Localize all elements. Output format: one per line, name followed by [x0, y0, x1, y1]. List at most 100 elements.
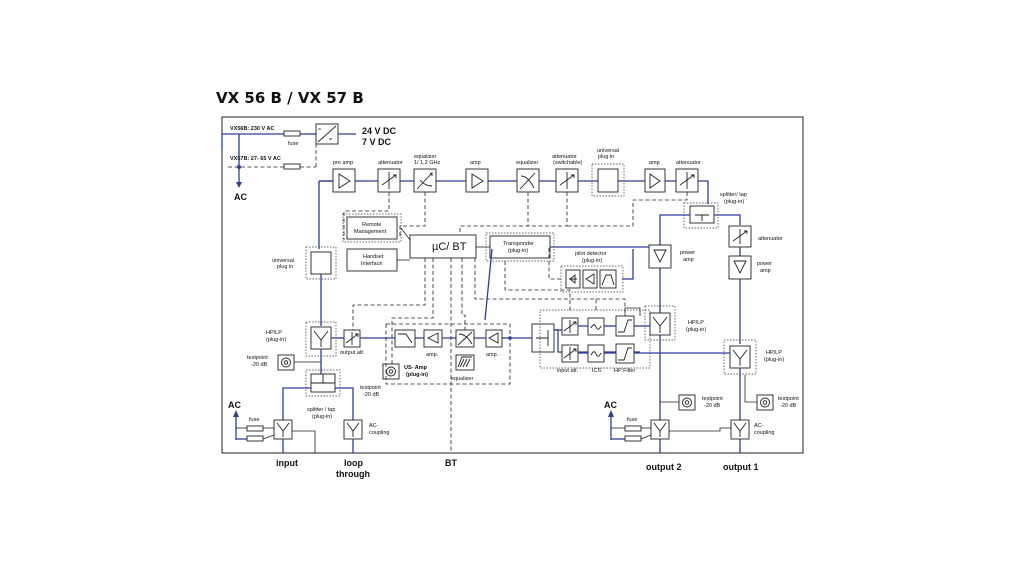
left-fuse-label: fuse — [249, 417, 259, 423]
equalizer1-label-2: 1/ 1,2 GHz — [414, 160, 441, 166]
us-lowpass-block — [394, 329, 416, 348]
diplexer-icon — [732, 349, 748, 366]
right-fuse-label: fuse — [627, 417, 637, 423]
splitter-icon — [695, 214, 709, 221]
port-loop: loop — [344, 458, 363, 468]
attenuator2-label-2: (switchable) — [553, 160, 583, 166]
left-ac-label: AC — [228, 400, 241, 410]
amp2-block — [644, 168, 666, 193]
power-amp-1-label: power — [680, 250, 695, 256]
outputs-section: testpoint -20 dB testpoint -20 dB AC- co… — [604, 375, 799, 453]
equalizer-icon — [519, 172, 536, 190]
slope-icon — [457, 356, 472, 368]
amp2-label: amp — [649, 160, 660, 166]
vx56b-label: VX56B: 230 V AC — [230, 126, 274, 132]
fuse-symbol-57b — [283, 163, 301, 170]
svg-text:≈: ≈ — [318, 127, 321, 133]
forward-chain-top: pre amp attenuator equalizer 1/ 1,2 GHz … — [319, 148, 709, 204]
testpoint-left2-label-2: -20 dB — [363, 392, 380, 398]
testpoint-out1-label-2: -20 dB — [780, 403, 797, 409]
port-loop-2: through — [336, 469, 370, 479]
fuse-symbol — [283, 130, 301, 137]
transponder-label-2: (plug-in) — [508, 248, 528, 254]
amp1-block — [465, 168, 489, 193]
amplifier-icon — [471, 173, 484, 189]
hplp-left-label-2: (plug-in) — [266, 337, 286, 343]
power-amp-2-block — [728, 255, 752, 280]
input-att-label: input att. — [557, 368, 579, 374]
attenuator1-label: attenuator — [378, 160, 403, 166]
testpoint-out1-label: testpoint — [778, 396, 799, 402]
left-accoupling-label: AC- — [369, 423, 379, 429]
right-ac-label: AC — [604, 400, 617, 410]
hplp-right-1-label-2: (plug-in) — [686, 327, 706, 333]
highpass-icon — [618, 319, 632, 333]
hp-filter-upper-block — [615, 315, 635, 337]
combiner-icon — [536, 330, 549, 346]
coupler-icon — [346, 422, 360, 437]
testpoint-icon — [682, 397, 692, 408]
pilot-detector-label: pilot detector — [575, 251, 607, 257]
universal-plugin-frame — [591, 163, 625, 197]
amplifier-left-icon — [488, 332, 499, 344]
diagram-title: VX 56 B / VX 57 B — [216, 89, 364, 107]
left-splitter-label: splitter / tap — [307, 407, 335, 413]
testpoint-out2-label-2: -20 dB — [704, 403, 721, 409]
lowpass-icon — [398, 333, 413, 344]
fuse-label: fuse — [288, 141, 298, 147]
attenuator-icon — [381, 172, 397, 189]
power-amp-2-label-2: amp — [760, 268, 771, 274]
testpoint-left2-block — [382, 363, 400, 380]
dc-out-24v: 24 V DC — [362, 126, 397, 136]
equalizer1-label: equalizer — [414, 154, 436, 160]
remote-management-block — [346, 216, 398, 240]
preamp-label: pre amp — [333, 160, 353, 166]
power-amp-1-label-2: amp — [683, 257, 694, 263]
out-accoupling-label-2: coupling — [754, 430, 775, 436]
right-attenuator-label: attenuator — [758, 236, 783, 242]
coupler-icon — [653, 422, 667, 437]
port-output1: output 1 — [723, 462, 759, 472]
handset-label: Handset — [363, 254, 384, 260]
us-amp-label-2: (plug-in) — [406, 372, 428, 378]
device-frame — [221, 116, 804, 454]
universal-top-label-2: plug in — [598, 154, 614, 160]
port-output2: output 2 — [646, 462, 682, 472]
hplp-left-label: HP/LP — [266, 330, 282, 336]
testpoint-left2-label: testpoint — [360, 385, 381, 391]
testpoint-icon — [386, 366, 396, 377]
splitter-icon — [311, 374, 335, 384]
ac-arrow-icon — [236, 182, 242, 188]
attenuator2-label: attenuator — [552, 154, 577, 160]
diode-icon — [569, 274, 577, 284]
equalizer-icon — [416, 172, 433, 190]
ac-arrow-icon — [608, 410, 614, 417]
port-bt: BT — [445, 458, 457, 468]
transponder-block — [489, 235, 551, 259]
coupler-icon — [733, 422, 747, 437]
pilot-amp-block — [582, 269, 598, 289]
preamp-block — [332, 168, 356, 193]
us-amp-label: US- Amp — [404, 365, 428, 371]
attenuator-icon — [345, 332, 359, 345]
microcontroller-block — [409, 234, 477, 259]
svg-text:=: = — [329, 137, 332, 143]
diplexer-icon — [652, 316, 668, 333]
attenuator3-label: attenuator — [676, 160, 701, 166]
equalizer2-label: equalizer — [516, 160, 538, 166]
attenuator-icon — [679, 172, 695, 189]
attenuator-icon — [563, 320, 577, 333]
bandpass-icon — [601, 274, 615, 286]
universal-plugin-block — [597, 168, 619, 193]
power-amp-1-block — [648, 244, 672, 269]
testpoint-icon — [760, 397, 770, 408]
left-chain: universal plug in HP/LP (plug-in) output… — [228, 180, 400, 453]
ac-label-top: AC — [234, 192, 247, 202]
hp-filter-label: HP Filter — [614, 368, 635, 374]
out-accoupling-label: AC- — [754, 423, 764, 429]
remote-label-2: Management — [354, 229, 387, 235]
pilot-bandpass-block — [599, 269, 617, 289]
right-splitter-label-2: (plug-in) — [724, 199, 744, 205]
amplifier-icon — [585, 273, 595, 285]
